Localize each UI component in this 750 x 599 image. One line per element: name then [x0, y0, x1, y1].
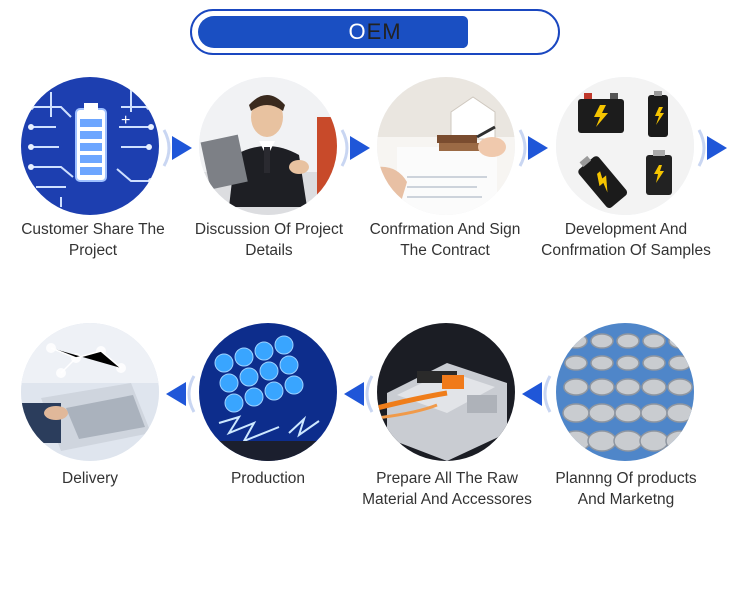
svg-text:+: + — [121, 112, 130, 129]
chevron-left-icon — [340, 374, 374, 414]
chevron-right-icon — [340, 128, 374, 168]
contract-signing-image — [377, 77, 515, 215]
business-meeting-image — [199, 77, 337, 215]
battery-cells-image — [199, 323, 337, 461]
chevron-right-icon — [518, 128, 552, 168]
battery-pack-image — [377, 323, 515, 461]
chevron-right-icon — [162, 128, 196, 168]
chevron-left-icon — [162, 374, 196, 414]
coin-cells-image — [556, 323, 694, 461]
chevron-right-icon — [697, 128, 731, 168]
step-label: Delivery — [62, 470, 118, 487]
step-label: Prepare All The Raw Material And Accesso… — [362, 470, 532, 508]
header-blue-fill — [198, 16, 468, 48]
step-label: Production — [230, 470, 306, 487]
delivery-laptop-image — [21, 323, 159, 461]
step-label: Discussion Of Project Details — [194, 221, 344, 259]
oem-header: OEM — [190, 9, 560, 55]
circuit-battery-image: + — [21, 77, 159, 215]
battery-samples-image — [556, 77, 694, 215]
step-label: Plannng Of products And Marketng — [555, 470, 697, 508]
step-label: Confrmation And Sign The Contract — [369, 221, 521, 259]
step-label: Customer Share The Project — [21, 221, 165, 259]
step-label: Development And Confrmation Of Samples — [541, 221, 711, 259]
header-title: OEM — [348, 19, 402, 44]
chevron-left-icon — [518, 374, 552, 414]
